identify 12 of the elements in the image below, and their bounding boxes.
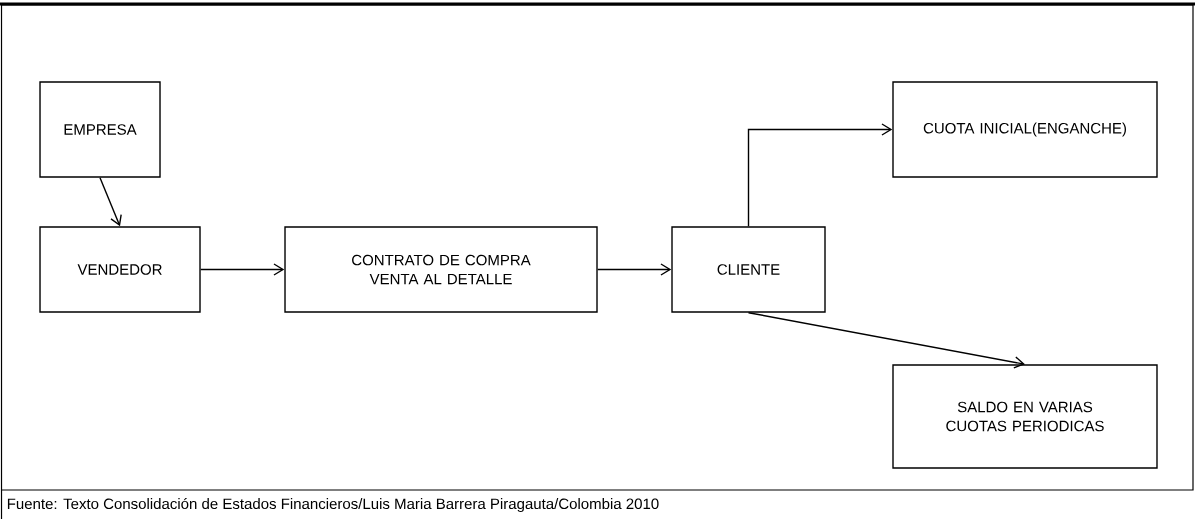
- arrow: [200, 263, 285, 276]
- arrow: [747, 123, 893, 227]
- arrow: [597, 263, 672, 276]
- arrow: [99, 177, 122, 227]
- process-box: EMPRESA: [39, 81, 161, 178]
- arrow: [747, 312, 1025, 369]
- process-box: SALDO EN VARIAS CUOTAS PERIODICAS: [892, 364, 1158, 469]
- caption: Fuente: Texto Consolidación de Estados Financieros/Luis Maria Barrera Piragauta/Colombia 2010: [7, 497, 659, 513]
- process-box: VENDEDOR: [39, 226, 201, 313]
- process-box: CLIENTE: [671, 226, 826, 313]
- process-box: CONTRATO DE COMPRA VENTA AL DETALLE: [284, 226, 598, 313]
- process-box: CUOTA INICIAL(ENGANCHE): [892, 81, 1158, 178]
